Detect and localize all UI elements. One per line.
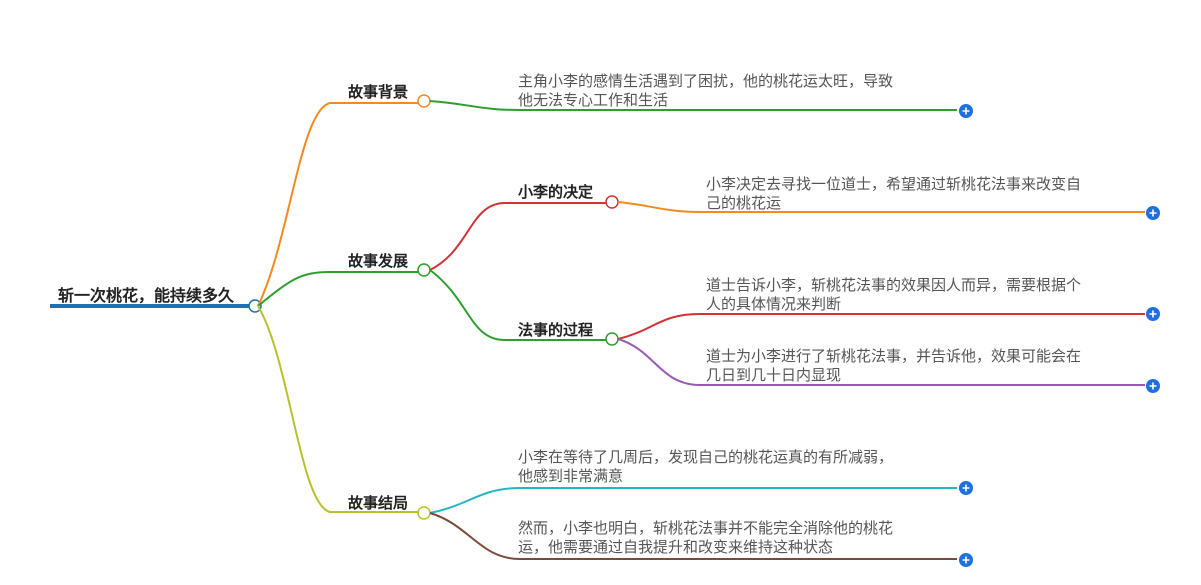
leaf-text-ending-2: 然而，小李也明白，斩桃花法事并不能完全消除他的桃花 运，他需要通过自我提升和改变…	[518, 519, 898, 556]
expand-button-process-2[interactable]	[1146, 379, 1160, 393]
branch-story-development: 故事发展 小李的决定 小李决定去寻找一位道士，希望通过斩桃花法事来改变自 己的桃…	[257, 175, 1160, 393]
edge-development-to-decision	[429, 202, 612, 271]
expand-button-process-1[interactable]	[1146, 307, 1160, 321]
edge-root-to-ending	[257, 305, 424, 513]
leaf-text-ending-1: 小李在等待了几周后，发现自己的桃花运真的有所减弱， 他感到非常满意	[518, 448, 898, 485]
edge-development-to-process	[429, 269, 612, 341]
edge-ending-to-leaf-2	[429, 512, 957, 560]
branch-node-development[interactable]	[417, 263, 431, 277]
edge-root-to-background	[257, 102, 424, 307]
sub-title-process[interactable]: 法事的过程	[518, 321, 593, 339]
edge-process-to-leaf-1	[617, 313, 1145, 340]
branch-node-ending[interactable]	[417, 506, 431, 520]
expand-button-ending-1[interactable]	[959, 481, 973, 495]
edge-ending-to-leaf-1	[429, 487, 957, 514]
root-node[interactable]: 斩一次桃花，能持续多久	[50, 286, 262, 313]
leaf-text-process-2: 道士为小李进行了斩桃花法事，并告诉他，效果可能会在 几日到几十日内显现	[706, 347, 1086, 384]
branch-title-background[interactable]: 故事背景	[348, 83, 408, 101]
expand-button-ending-2[interactable]	[959, 553, 973, 567]
sub-node-process[interactable]	[605, 332, 619, 346]
sub-title-decision[interactable]: 小李的决定	[518, 183, 593, 201]
root-node-circle[interactable]	[248, 299, 262, 313]
edge-process-to-leaf-2	[617, 338, 1145, 386]
branch-node-background[interactable]	[417, 94, 431, 108]
leaf-text-process-1: 道士告诉小李，斩桃花法事的效果因人而异，需要根据个 人的具体情况来判断	[706, 276, 1086, 313]
leaf-text-background: 主角小李的感情生活遇到了困扰，他的桃花运太旺，导致 他无法专心工作和生活	[518, 72, 898, 109]
branch-title-ending[interactable]: 故事结局	[348, 494, 408, 512]
sub-node-decision[interactable]	[605, 195, 619, 209]
expand-button-decision[interactable]	[1146, 206, 1160, 220]
edge-background-to-leaf	[429, 100, 957, 111]
branch-title-development[interactable]: 故事发展	[348, 252, 408, 270]
branch-story-ending: 故事结局 小李在等待了几周后，发现自己的桃花运真的有所减弱， 他感到非常满意 然…	[257, 305, 973, 567]
branch-story-background: 故事背景 主角小李的感情生活遇到了困扰，他的桃花运太旺，导致 他无法专心工作和生…	[257, 72, 973, 307]
leaf-text-decision: 小李决定去寻找一位道士，希望通过斩桃花法事来改变自 己的桃花运	[706, 175, 1086, 212]
root-title: 斩一次桃花，能持续多久	[58, 286, 235, 305]
expand-button-background[interactable]	[959, 104, 973, 118]
edge-root-to-development	[257, 271, 424, 307]
edge-decision-to-leaf	[617, 201, 1145, 213]
